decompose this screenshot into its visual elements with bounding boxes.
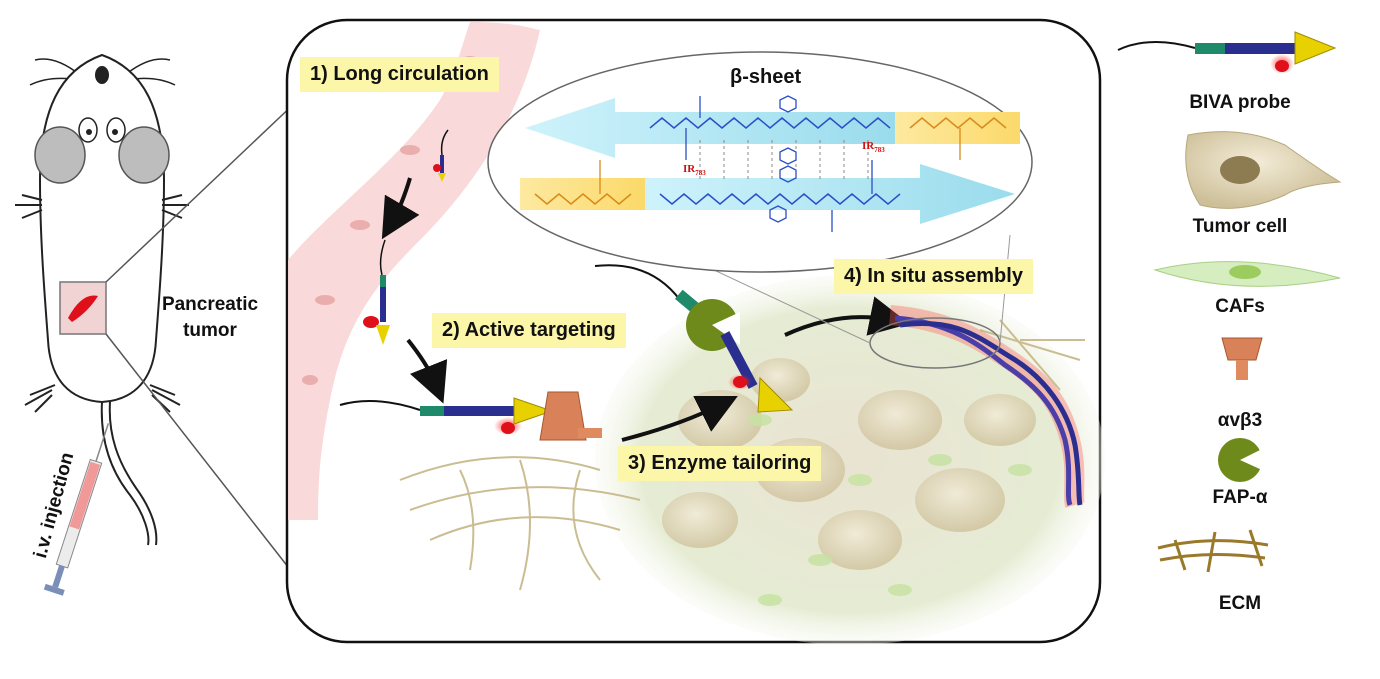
zoom-line-top [105, 99, 299, 283]
pancreatic-tumor-label: Pancreatic tumor [160, 292, 260, 344]
integrin-icon [1221, 337, 1263, 380]
mouse-illustration [15, 53, 189, 546]
tumor-label-line1: Pancreatic [161, 294, 259, 315]
ecm-fibers [399, 319, 1085, 591]
beta-sheet-title: β-sheet [730, 66, 802, 88]
syringe-icon [43, 423, 110, 596]
zoom-line-bottom [105, 333, 293, 573]
ir-subscript: 783 [874, 146, 885, 155]
legend [1117, 31, 1342, 573]
step-long-circulation: 1) Long circulation [300, 57, 499, 92]
legend-label-ecm: ECM [1218, 593, 1262, 614]
ecm-icon [1157, 529, 1269, 573]
tumor-label-line2: tumor [183, 320, 237, 341]
legend-label-biva: BIVA probe [1189, 92, 1291, 113]
ir-label-text: IR [683, 163, 696, 175]
probe-active-targeting [339, 391, 602, 441]
tumor-mass [595, 275, 1105, 645]
legend-label-tumor-cell: Tumor cell [1192, 216, 1288, 237]
ir-label-top: IR783 [862, 140, 885, 154]
assembled-fibril [889, 305, 1085, 508]
step-active-targeting: 2) Active targeting [432, 313, 626, 348]
probe-in-vessel-2 [363, 239, 390, 345]
step-in-situ-assembly: 4) In situ assembly [834, 259, 1033, 294]
beta-sheet-bubble [487, 51, 1033, 273]
legend-label-fap: FAP-α [1212, 487, 1268, 508]
probe-enzyme-tailoring [594, 264, 794, 413]
ir-subscript: 783 [695, 169, 706, 178]
probe-in-vessel-1 [433, 129, 449, 182]
caf-icon [1153, 261, 1341, 287]
fap-alpha-icon [1218, 438, 1264, 482]
ir-label-bottom: IR783 [683, 163, 706, 177]
journey-arrows [381, 177, 910, 442]
blood-vessel [288, 22, 540, 520]
caf-cells [668, 414, 1032, 606]
biva-probe-icon [1117, 31, 1337, 74]
tumor-cell-icon [1185, 131, 1342, 209]
tumor-icon [68, 295, 98, 322]
legend-label-integrin: αvβ3 [1217, 410, 1263, 431]
legend-label-cafs: CAFs [1215, 296, 1265, 317]
step-enzyme-tailoring: 3) Enzyme tailoring [618, 446, 822, 481]
ir-label-text: IR [862, 140, 875, 152]
